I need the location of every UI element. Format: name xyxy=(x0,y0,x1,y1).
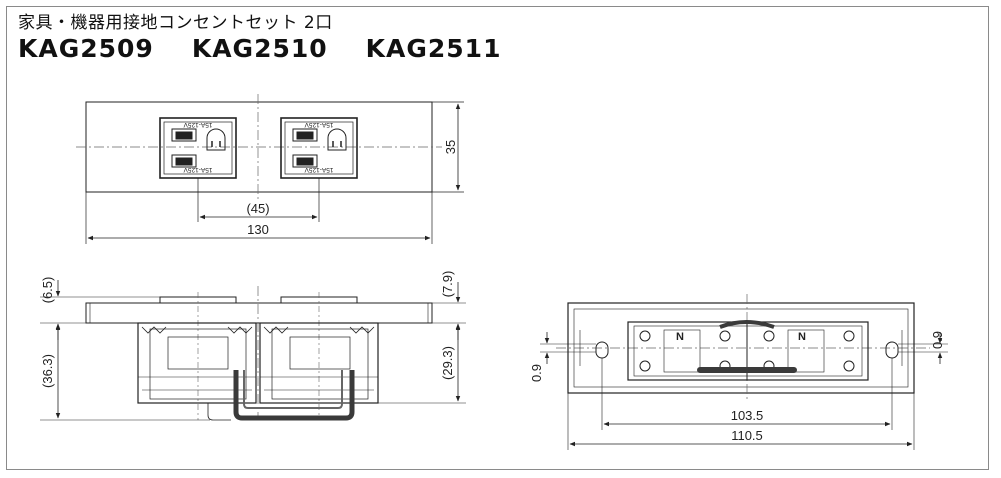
terminal-screw xyxy=(639,360,651,372)
top-view xyxy=(76,94,464,244)
mounting-slot xyxy=(595,341,609,359)
dimension-label: (7.9) xyxy=(440,271,455,298)
outlet-rating-label: 15A-125V xyxy=(304,121,334,128)
dimension-label: 35 xyxy=(443,140,458,154)
jumper-wire xyxy=(719,320,775,329)
dimension-label: 110.5 xyxy=(731,428,763,443)
dimension-label: 0.9 xyxy=(529,364,544,382)
terminal-mark: N xyxy=(676,331,684,343)
terminal-screw xyxy=(843,360,855,372)
outlet-body-right xyxy=(259,322,379,404)
terminal-screw xyxy=(719,330,731,342)
outlet-right xyxy=(280,117,358,179)
back-plate-outline xyxy=(567,302,915,394)
terminal-screw xyxy=(639,330,651,342)
dimension-label: (6.5) xyxy=(40,277,55,304)
dimension-label: (29.3) xyxy=(440,346,455,380)
connecting-wire xyxy=(243,370,343,409)
product-title: 家具・機器用接地コンセントセット 2口 xyxy=(18,13,333,33)
side-plate-outline xyxy=(85,302,433,324)
dimension-label: (45) xyxy=(246,201,269,216)
terminal-mark: N xyxy=(798,331,806,343)
outlet-rating-label: 15A-125V xyxy=(183,121,213,128)
outlet-rating-label: 15A-125V xyxy=(183,166,213,173)
connecting-wire xyxy=(233,370,355,421)
dimension-label: (36.3) xyxy=(40,354,55,388)
outlet-rating-label: 15A-125V xyxy=(304,166,334,173)
model-number: KAG2509 xyxy=(18,34,154,63)
side-view xyxy=(40,280,466,421)
dimension-label: 0.9 xyxy=(930,331,945,349)
dimension-label: 130 xyxy=(247,222,269,237)
back-view xyxy=(540,294,948,450)
dimension-label: 103.5 xyxy=(731,408,764,423)
model-number: KAG2511 xyxy=(365,34,502,63)
terminal-screw xyxy=(843,330,855,342)
model-number-list: KAG2509 KAG2510 KAG2511 xyxy=(18,34,535,68)
terminal-screw xyxy=(763,330,775,342)
mounting-slot xyxy=(885,341,899,359)
model-number: KAG2510 xyxy=(191,34,328,63)
